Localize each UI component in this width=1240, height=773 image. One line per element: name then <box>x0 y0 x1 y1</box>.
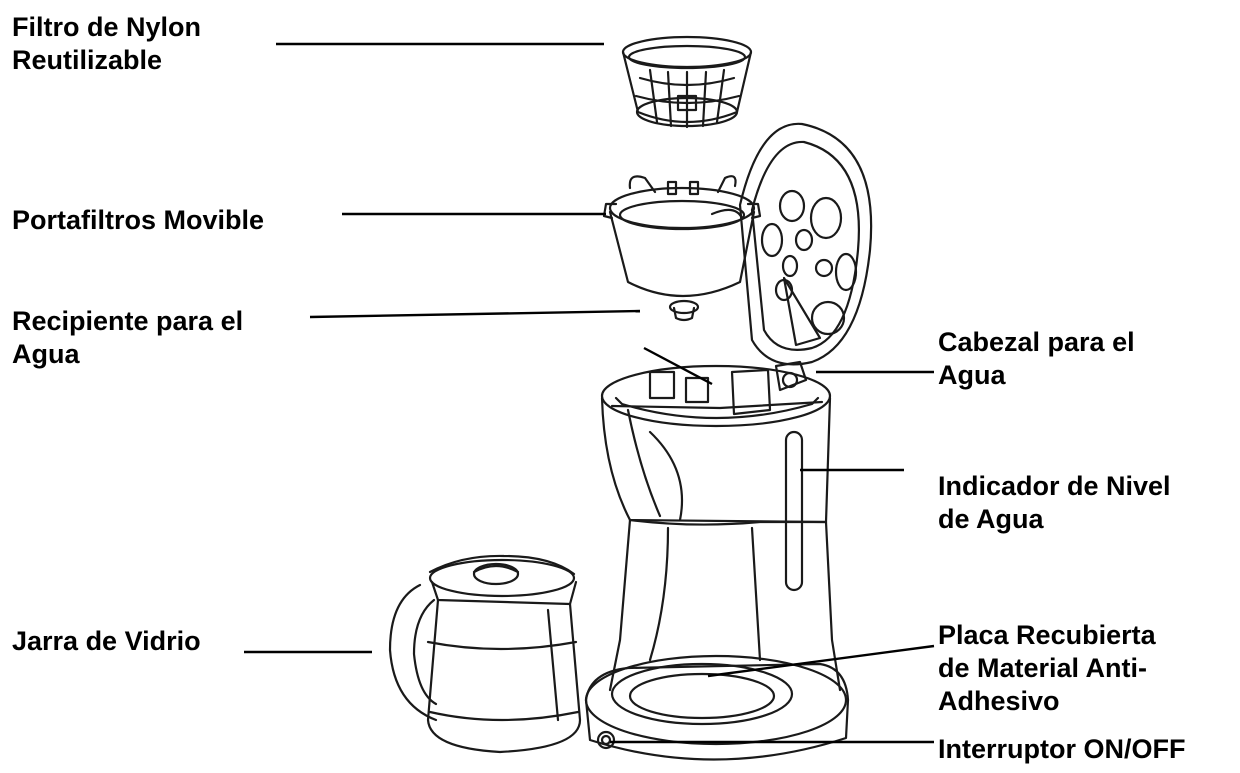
label-water-reservoir: Recipiente para el Agua <box>12 305 243 371</box>
label-water-reservoir-line-2: Agua <box>12 339 80 369</box>
label-water-head-line-2: Agua <box>938 360 1006 390</box>
leader-line-nonstick-plate <box>707 644 935 678</box>
label-water-head-line-1: Cabezal para el <box>938 327 1135 357</box>
leader-line-reservoir-pointer <box>643 346 713 386</box>
filter-holder-illustration <box>602 175 762 322</box>
label-power-switch: Interruptor ON/OFF <box>938 733 1185 766</box>
label-power-switch-line-1: Interruptor ON/OFF <box>938 734 1186 764</box>
label-filter-holder-line-1: Portafiltros Movible <box>12 205 265 235</box>
leader-lines <box>244 42 935 744</box>
label-water-level: Indicador de Nivel de Agua <box>938 470 1171 536</box>
label-nylon-filter-line-2: Reutilizable <box>12 45 163 75</box>
coffee-maker-body-illustration <box>584 122 873 761</box>
label-nonstick-plate-line-3: Adhesivo <box>938 686 1060 716</box>
label-glass-carafe: Jarra de Vidrio <box>12 625 201 658</box>
nylon-filter-illustration <box>621 35 753 129</box>
label-water-level-line-1: Indicador de Nivel <box>938 471 1171 501</box>
leader-line-water-reservoir <box>309 309 641 319</box>
label-filter-holder: Portafiltros Movible <box>12 204 264 237</box>
label-nonstick-plate-line-2: de Material Anti- <box>938 653 1148 683</box>
label-nonstick-plate: Placa Recubierta de Material Anti- Adhes… <box>938 619 1156 718</box>
label-nonstick-plate-line-1: Placa Recubierta <box>938 620 1156 650</box>
glass-carafe-illustration <box>388 554 582 754</box>
label-nylon-filter-line-1: Filtro de Nylon <box>12 12 201 42</box>
label-water-level-line-2: de Agua <box>938 504 1044 534</box>
label-glass-carafe-line-1: Jarra de Vidrio <box>12 626 201 656</box>
label-water-head: Cabezal para el Agua <box>938 326 1135 392</box>
label-water-reservoir-line-1: Recipiente para el <box>12 306 244 336</box>
label-nylon-filter: Filtro de Nylon Reutilizable <box>12 11 201 77</box>
